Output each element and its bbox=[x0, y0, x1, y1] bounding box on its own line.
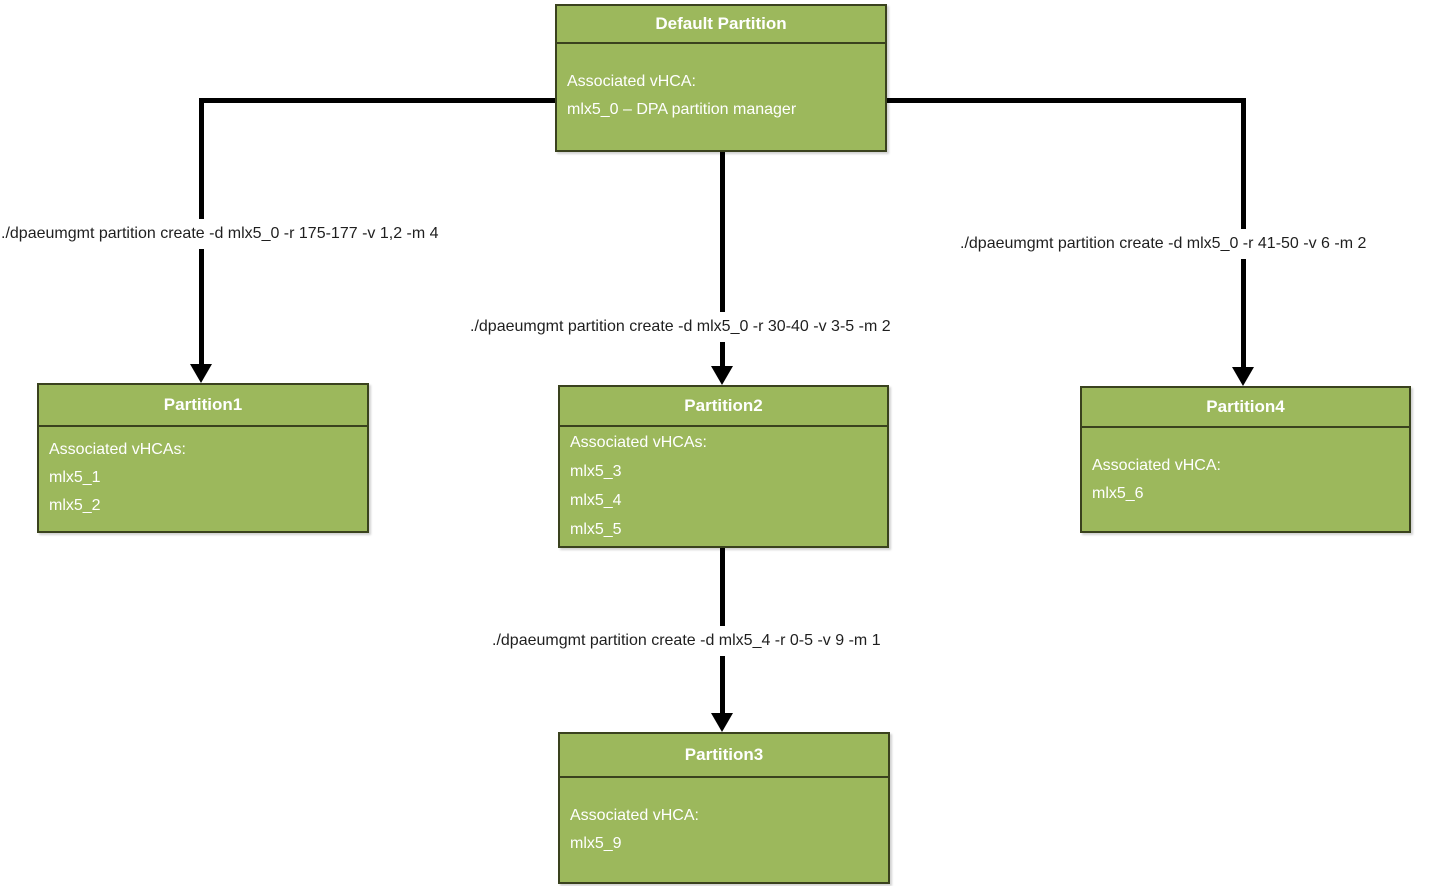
node-body-line: Associated vHCA: bbox=[570, 807, 699, 824]
node-default-partition: Default Partition Associated vHCA: mlx5_… bbox=[555, 4, 887, 152]
node-title: Partition3 bbox=[560, 734, 888, 778]
node-partition4: Partition4 Associated vHCA: mlx5_6 bbox=[1080, 386, 1411, 533]
node-body-line: Associated vHCA: bbox=[1092, 456, 1221, 474]
arrowhead-down-icon bbox=[1232, 367, 1254, 386]
node-body-line: mlx5_9 bbox=[570, 835, 622, 852]
node-body-line: Associated vHCAs: bbox=[570, 433, 707, 451]
edge-command-label: ./dpaeumgmt partition create -d mlx5_4 -… bbox=[484, 626, 889, 656]
node-body-line: mlx5_0 – DPA partition manager bbox=[567, 101, 797, 118]
arrowhead-down-icon bbox=[711, 713, 733, 732]
arrowhead-down-icon bbox=[190, 364, 212, 383]
node-title: Default Partition bbox=[557, 6, 885, 44]
node-partition2: Partition2 Associated vHCAs: mlx5_3 mlx5… bbox=[558, 385, 889, 548]
connector-line bbox=[720, 152, 725, 367]
node-partition3: Partition3 Associated vHCA: mlx5_9 bbox=[558, 732, 890, 884]
connector-line bbox=[199, 98, 555, 103]
connector-line bbox=[887, 98, 1246, 103]
arrowhead-down-icon bbox=[711, 366, 733, 385]
node-body-line: mlx5_3 bbox=[570, 462, 622, 480]
edge-command-label: ./dpaeumgmt partition create -d mlx5_0 -… bbox=[0, 219, 447, 249]
node-title: Partition1 bbox=[39, 385, 367, 427]
node-title: Partition4 bbox=[1082, 388, 1409, 428]
node-partition1: Partition1 Associated vHCAs: mlx5_1 mlx5… bbox=[37, 383, 369, 533]
node-body-line: mlx5_4 bbox=[570, 491, 622, 509]
node-body-line: Associated vHCA: bbox=[567, 73, 696, 90]
edge-command-label: ./dpaeumgmt partition create -d mlx5_0 -… bbox=[462, 312, 899, 342]
node-body-line: Associated vHCAs: bbox=[49, 441, 186, 458]
node-body-line: mlx5_1 bbox=[49, 469, 101, 486]
node-body-line: mlx5_5 bbox=[570, 520, 622, 538]
node-body-line: mlx5_2 bbox=[49, 497, 101, 514]
node-title: Partition2 bbox=[560, 387, 887, 427]
node-body-line: mlx5_6 bbox=[1092, 484, 1144, 502]
edge-command-label: ./dpaeumgmt partition create -d mlx5_0 -… bbox=[952, 229, 1375, 259]
